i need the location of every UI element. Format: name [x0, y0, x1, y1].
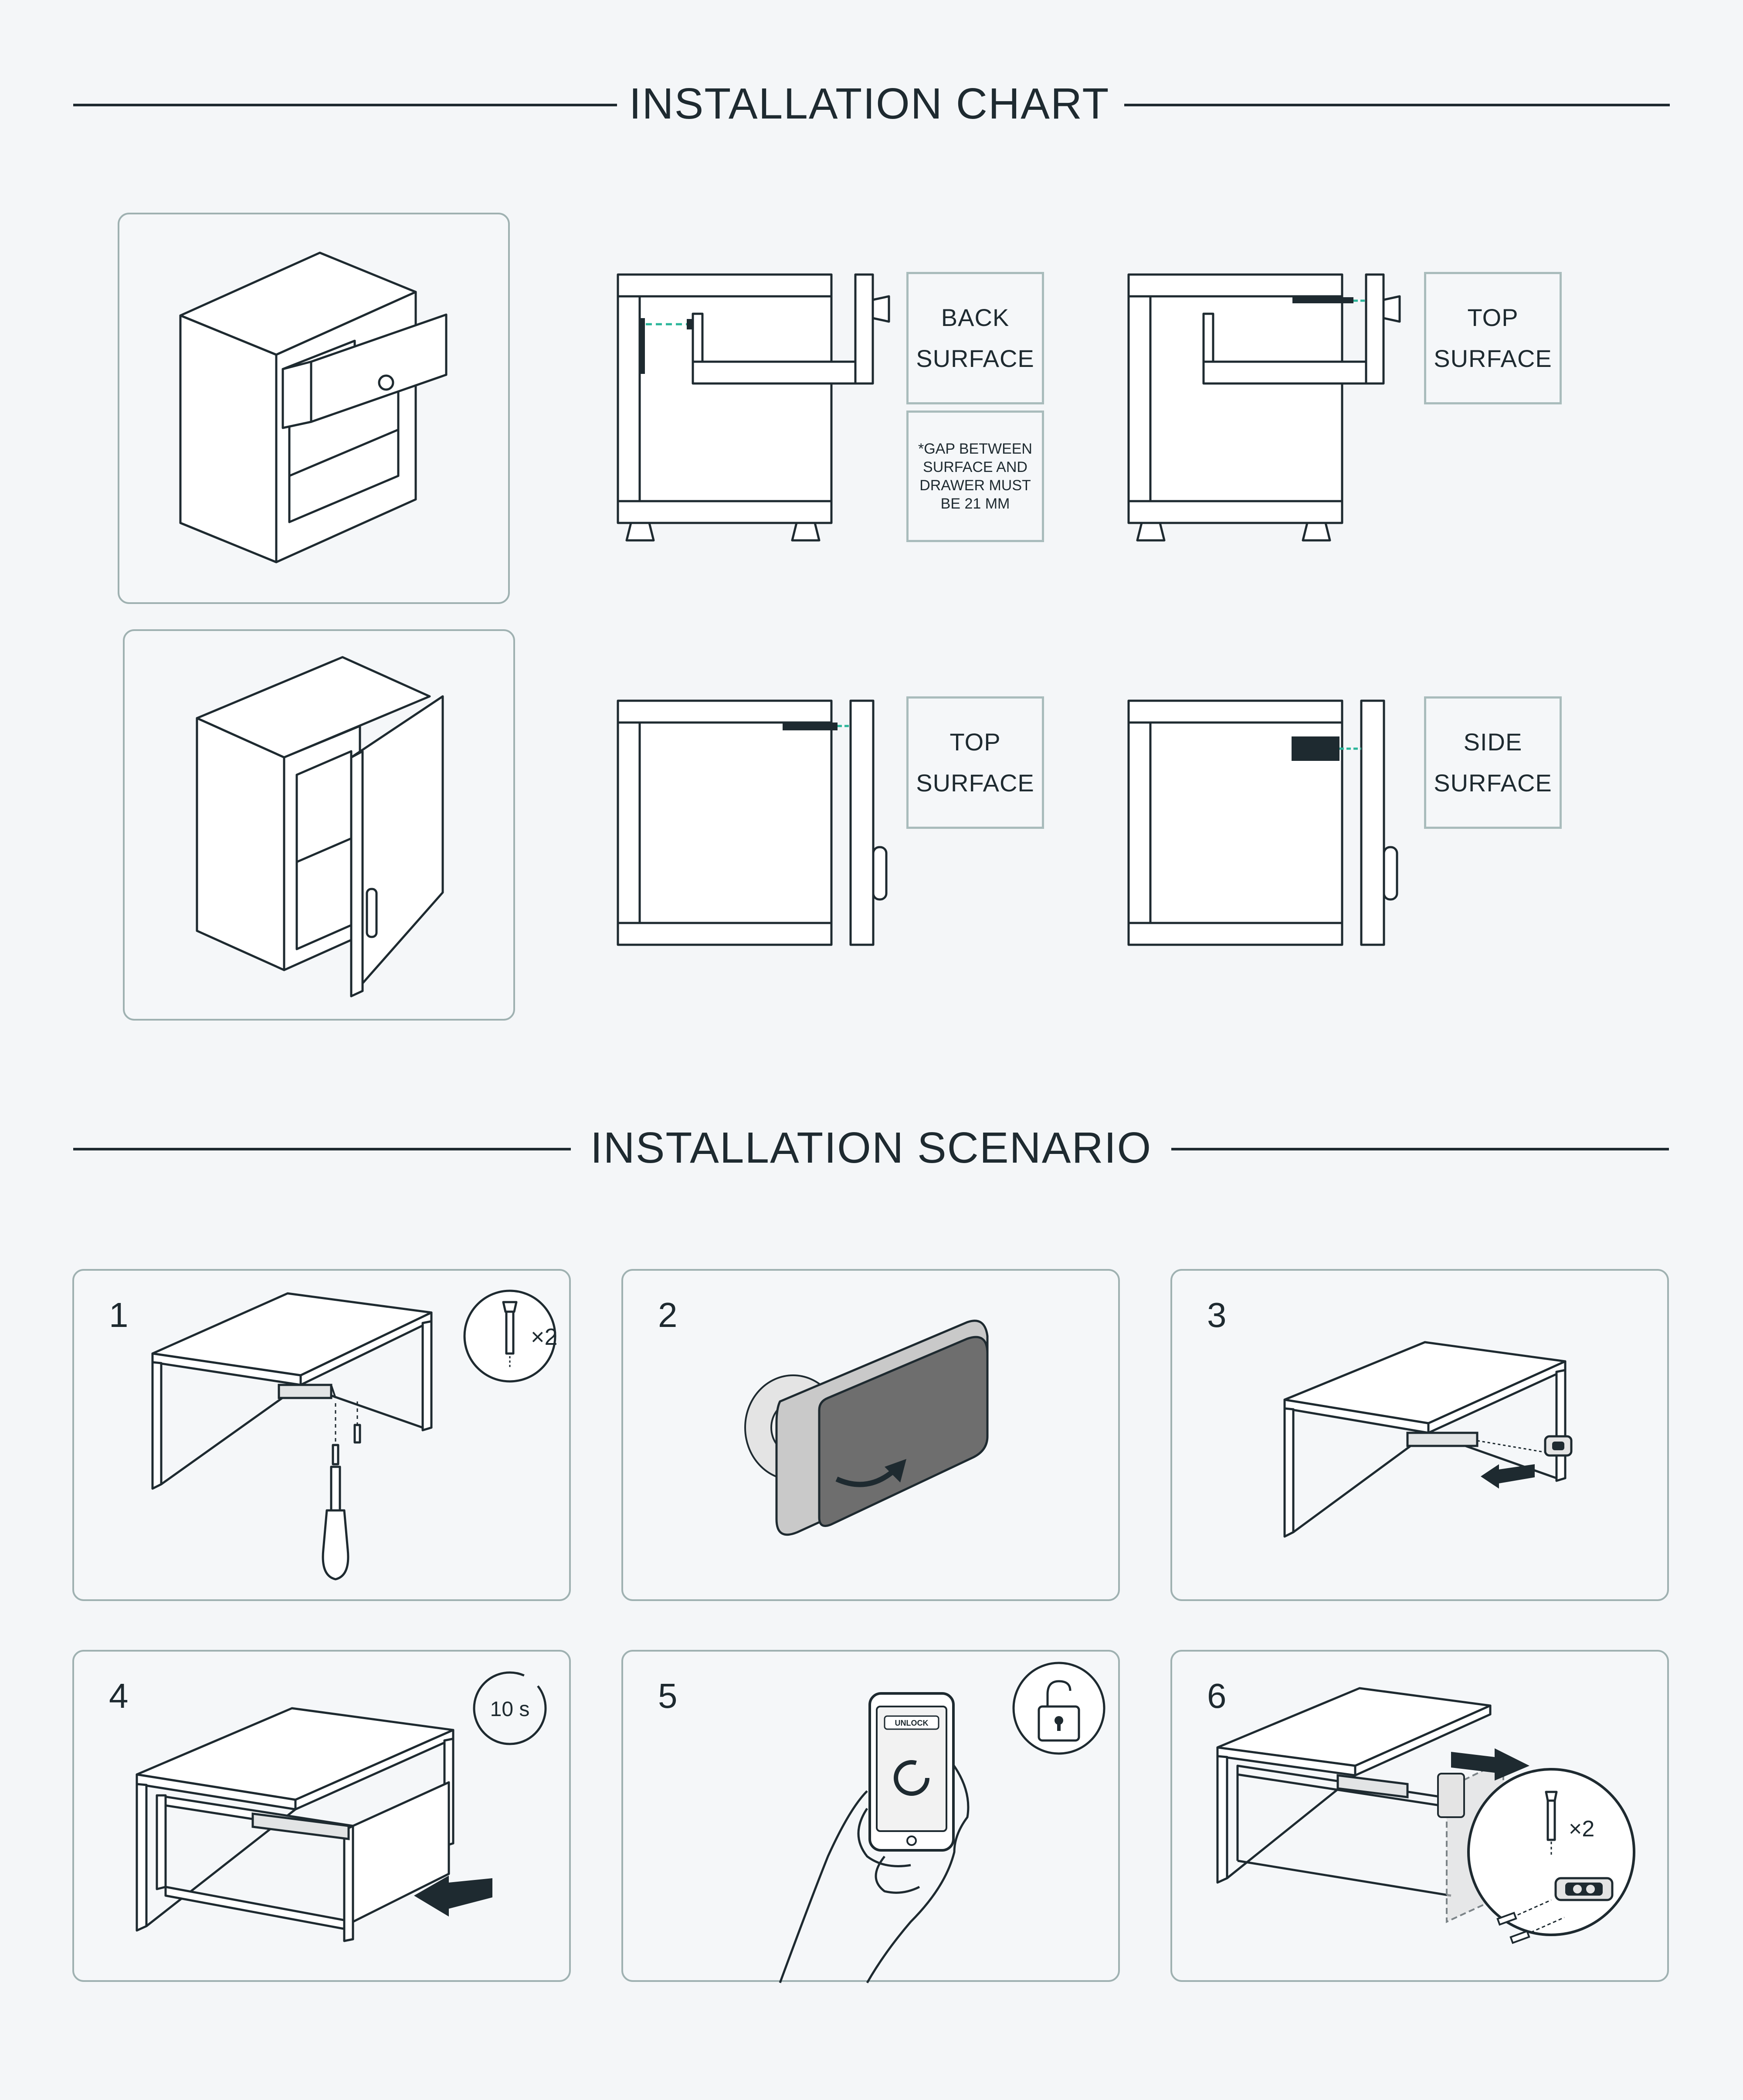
drawer-back-surface-diagram	[617, 273, 890, 542]
drawer-cabinet-illustration	[179, 251, 448, 563]
step-4-timer-text: 10 s	[490, 1698, 530, 1721]
chart-section-title: INSTALLATION CHART	[629, 79, 1110, 128]
label-line-2: SURFACE	[916, 345, 1034, 372]
step-6-badge-text: ×2	[1569, 1816, 1594, 1842]
label-line-1: BACK	[941, 304, 1010, 331]
step-4-illustration: 10 s	[136, 1671, 547, 1942]
chart-title-rule-left	[73, 104, 617, 106]
scenario-title-rule-left	[73, 1148, 571, 1150]
door-side-surface-label: SIDE SURFACE	[1424, 696, 1562, 829]
step-3-illustration	[1283, 1341, 1573, 1538]
step-1-badge-text: ×2	[531, 1324, 558, 1350]
chart-title-rule-right	[1124, 104, 1670, 106]
step-2-card: 2	[621, 1269, 1120, 1601]
step-3-card: 3	[1170, 1269, 1669, 1601]
step-number: 1	[109, 1296, 129, 1334]
step-number: 4	[109, 1676, 129, 1715]
door-side-surface-diagram	[1127, 699, 1398, 946]
step-1-illustration: ×2	[151, 1289, 558, 1581]
step-number: 5	[658, 1676, 678, 1715]
step-5-card: 5 UNLOCK	[621, 1650, 1120, 1984]
step-1-card: 1 ×2	[72, 1269, 571, 1601]
label-line-1: TOP	[1467, 304, 1519, 331]
step-6-illustration: ×2	[1216, 1687, 1635, 1944]
label-line-2: SURFACE	[1434, 769, 1552, 797]
drawer-top-surface-label: TOP SURFACE	[1424, 272, 1562, 404]
phone-unlock-text: UNLOCK	[895, 1719, 929, 1727]
step-2-illustration	[744, 1320, 989, 1536]
step-4-card: 4 10 s	[72, 1650, 571, 1982]
door-top-surface-label: TOP SURFACE	[906, 696, 1044, 829]
drawer-back-surface-label: BACK SURFACE	[906, 272, 1044, 404]
gap-note-text: *GAP BETWEEN SURFACE AND DRAWER MUST BE …	[918, 441, 1032, 512]
label-line-1: TOP	[949, 728, 1001, 756]
step-number: 2	[658, 1296, 678, 1334]
gap-note-box: *GAP BETWEEN SURFACE AND DRAWER MUST BE …	[906, 411, 1044, 542]
label-line-2: SURFACE	[916, 769, 1034, 797]
label-line-1: SIDE	[1463, 728, 1523, 756]
step-number: 6	[1207, 1676, 1227, 1715]
scenario-title-rule-right	[1171, 1148, 1669, 1150]
step-5-illustration: UNLOCK	[779, 1662, 1105, 1984]
door-cabinet-card	[123, 629, 515, 1021]
door-cabinet-illustration	[196, 656, 444, 997]
step-number: 3	[1207, 1296, 1227, 1334]
drawer-cabinet-card	[118, 213, 510, 604]
door-top-surface-diagram	[617, 699, 888, 946]
step-6-card: 6 ×2	[1170, 1650, 1669, 1982]
scenario-section-title: INSTALLATION SCENARIO	[590, 1123, 1152, 1172]
label-line-2: SURFACE	[1434, 345, 1552, 372]
drawer-top-surface-diagram	[1127, 273, 1401, 542]
